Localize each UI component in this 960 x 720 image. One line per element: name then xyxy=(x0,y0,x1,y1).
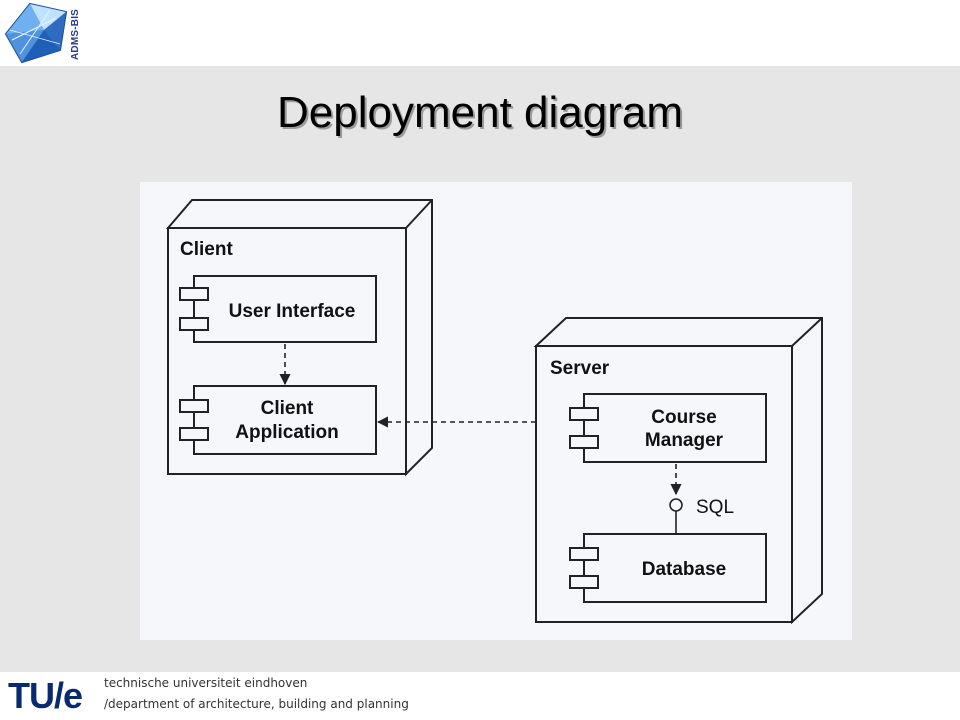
client-node-label: Client xyxy=(180,239,233,260)
user-interface-label: User Interface xyxy=(229,301,356,322)
sql-interface-label: SQL xyxy=(696,497,734,518)
university-name: technische universiteit eindhoven xyxy=(104,676,308,690)
client-application-component xyxy=(179,385,377,455)
header-band xyxy=(0,0,960,66)
slide-title: Deployment diagram xyxy=(277,88,683,137)
course-manager-label-line2: Manager xyxy=(645,430,724,451)
database-component xyxy=(569,533,767,603)
user-interface-component xyxy=(179,275,377,343)
course-manager-label-line1: Course xyxy=(651,407,716,428)
department-name: /department of architecture, building an… xyxy=(104,697,409,711)
deployment-diagram: Client User Interface Client Application… xyxy=(140,182,852,640)
tue-logo: TU/e xyxy=(8,676,83,716)
course-manager-component xyxy=(569,393,767,463)
server-node-label: Server xyxy=(550,358,610,379)
deployment-diagram-svg: Client User Interface Client Application… xyxy=(165,199,823,625)
admsbis-logo-text: ADMS-BIS xyxy=(70,8,81,60)
tue-logo-text: TU/e xyxy=(8,676,82,716)
admsbis-logo-icon xyxy=(4,2,68,64)
footer xyxy=(0,672,960,720)
database-label: Database xyxy=(642,559,727,580)
client-application-label-line2: Application xyxy=(235,422,338,443)
client-application-label-line1: Client xyxy=(261,398,314,419)
sql-interface-icon xyxy=(669,498,683,512)
